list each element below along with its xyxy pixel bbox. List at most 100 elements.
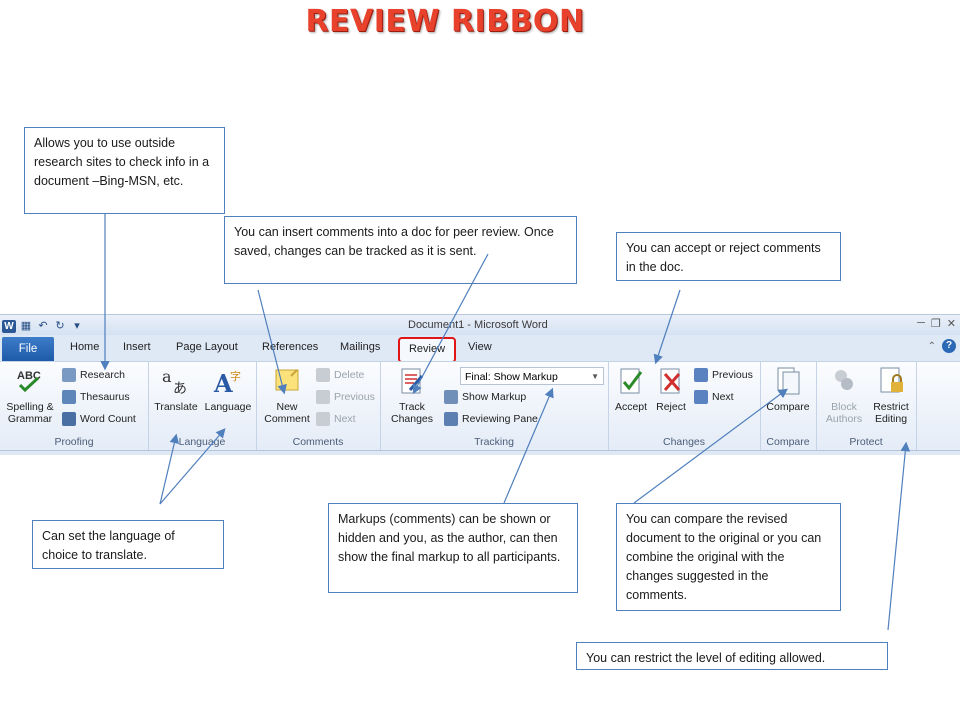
protect-group-label: Protect [849, 436, 883, 448]
delete-icon [316, 368, 330, 382]
minimize-icon[interactable]: ─ [917, 317, 925, 329]
translate-button[interactable]: a あ Translate [152, 366, 200, 413]
word-logo-icon: W [2, 319, 16, 333]
compare-button[interactable]: Compare [762, 366, 814, 413]
tab-insert[interactable]: Insert [123, 341, 151, 353]
group-protect: Block Authors Restrict Editing Protect [816, 362, 917, 450]
show-markup-label: Show Markup [462, 391, 527, 403]
window-controls: ─ ❐ ✕ [917, 317, 956, 330]
note-compare: You can compare the revised document to … [616, 503, 841, 611]
translate-icon: a あ [162, 367, 187, 397]
document-title: Document1 - Microsoft Word [408, 319, 548, 331]
translate-label: Translate [154, 401, 198, 413]
note-research: Allows you to use outside research sites… [24, 127, 225, 214]
block-label: Block [831, 401, 857, 413]
reviewing-pane-label: Reviewing Pane [462, 413, 538, 425]
track-changes-button[interactable]: Track Changes [384, 366, 440, 425]
tab-review[interactable]: Review [398, 337, 456, 363]
thesaurus-icon [62, 390, 76, 404]
svg-text:a: a [162, 367, 172, 386]
note-markup: Markups (comments) can be shown or hidde… [328, 503, 578, 593]
save-icon[interactable]: ▦ [20, 319, 32, 332]
tab-home[interactable]: Home [70, 341, 100, 353]
restore-icon[interactable]: ❐ [930, 318, 941, 330]
group-compare: Compare Compare [760, 362, 817, 450]
track-changes-icon [401, 368, 424, 394]
delete-comment-button[interactable]: Delete [316, 366, 364, 384]
page-title: REVIEW RIBBON [305, 4, 585, 39]
undo-icon[interactable]: ↶ [38, 319, 48, 332]
display-for-review-value: Final: Show Markup [465, 371, 558, 383]
new-label: New [276, 401, 298, 413]
note-accept-reject: You can accept or reject comments in the… [616, 232, 841, 281]
tab-references[interactable]: References [262, 341, 319, 353]
restrict-label: Restrict [873, 401, 909, 413]
language-label: Language [204, 401, 252, 413]
changes-group-label: Changes [662, 436, 706, 448]
tab-file[interactable]: File [2, 337, 54, 361]
word-count-button[interactable]: Word Count [62, 410, 136, 428]
comment-label: Comment [264, 413, 310, 425]
tab-page-layout[interactable]: Page Layout [176, 341, 238, 353]
spelling-icon: ABC [17, 370, 41, 393]
next-comment-icon [316, 412, 330, 426]
display-for-review-dropdown[interactable]: Final: Show Markup ▼ [460, 367, 604, 385]
word-count-icon [62, 412, 76, 426]
ribbon-controls: ⌃ ? [928, 339, 956, 353]
block-authors-icon [835, 370, 853, 390]
compare-label: Compare [766, 401, 810, 413]
authors-label: Authors [825, 413, 863, 425]
group-proofing: ABC Spelling & Grammar Research Thesauru… [0, 362, 149, 450]
next-comment-button[interactable]: Next [316, 410, 356, 428]
group-comments: New Comment Delete Previous Next Comment… [256, 362, 381, 450]
note-language: Can set the language of choice to transl… [32, 520, 224, 569]
block-authors-button[interactable]: Block Authors [820, 366, 868, 425]
research-button[interactable]: Research [62, 366, 125, 384]
research-label: Research [80, 369, 125, 381]
research-icon [62, 368, 76, 382]
comments-group-label: Comments [292, 436, 344, 448]
note-comments: You can insert comments into a doc for p… [224, 216, 577, 284]
customize-toolbar-icon[interactable]: ▾ [74, 319, 80, 332]
language-group-label: Language [178, 436, 226, 448]
spelling-grammar-button[interactable]: ABC Spelling & Grammar [2, 366, 58, 425]
redo-icon[interactable]: ↻ [55, 319, 65, 332]
next-change-icon [694, 390, 708, 404]
svg-text:字: 字 [230, 369, 241, 383]
dropdown-arrow-icon: ▼ [591, 372, 599, 381]
language-button[interactable]: A 字 Language [202, 366, 254, 413]
show-markup-button[interactable]: Show Markup [444, 388, 526, 406]
compare-group-label: Compare [766, 436, 810, 448]
reject-button[interactable]: Reject [652, 366, 690, 413]
restrict-editing-icon [880, 367, 903, 393]
note-restrict: You can restrict the level of editing al… [576, 642, 888, 670]
new-comment-button[interactable]: New Comment [260, 366, 314, 425]
svg-text:あ: あ [173, 381, 187, 396]
compare-icon [777, 367, 800, 395]
previous-change-label: Previous [712, 369, 753, 381]
title-bar: W ▦ ↶ ↻ ▾ Document1 - Microsoft Word ─ ❐… [0, 315, 960, 335]
thesaurus-label: Thesaurus [80, 391, 130, 403]
editing-label: Editing [874, 413, 908, 425]
proofing-group-label: Proofing [54, 436, 94, 448]
spelling-label: Spelling & [6, 401, 54, 413]
reviewing-pane-icon [444, 412, 458, 426]
thesaurus-button[interactable]: Thesaurus [62, 388, 130, 406]
previous-change-button[interactable]: Previous [694, 366, 753, 384]
accept-label: Accept [614, 401, 648, 413]
restrict-editing-button[interactable]: Restrict Editing [868, 366, 914, 425]
tab-view[interactable]: View [468, 341, 492, 353]
previous-change-icon [694, 368, 708, 382]
minimize-ribbon-icon[interactable]: ⌃ [927, 340, 936, 352]
reviewing-pane-button[interactable]: Reviewing Pane [444, 410, 538, 428]
language-icon: A 字 [213, 369, 241, 398]
reject-label: Reject [656, 401, 686, 413]
next-change-label: Next [712, 391, 734, 403]
help-icon[interactable]: ? [942, 339, 956, 353]
close-icon[interactable]: ✕ [946, 318, 956, 330]
tab-mailings[interactable]: Mailings [340, 341, 381, 353]
previous-comment-button[interactable]: Previous [316, 388, 375, 406]
grammar-label: Grammar [7, 413, 53, 425]
accept-button[interactable]: Accept [612, 366, 650, 413]
next-change-button[interactable]: Next [694, 388, 734, 406]
